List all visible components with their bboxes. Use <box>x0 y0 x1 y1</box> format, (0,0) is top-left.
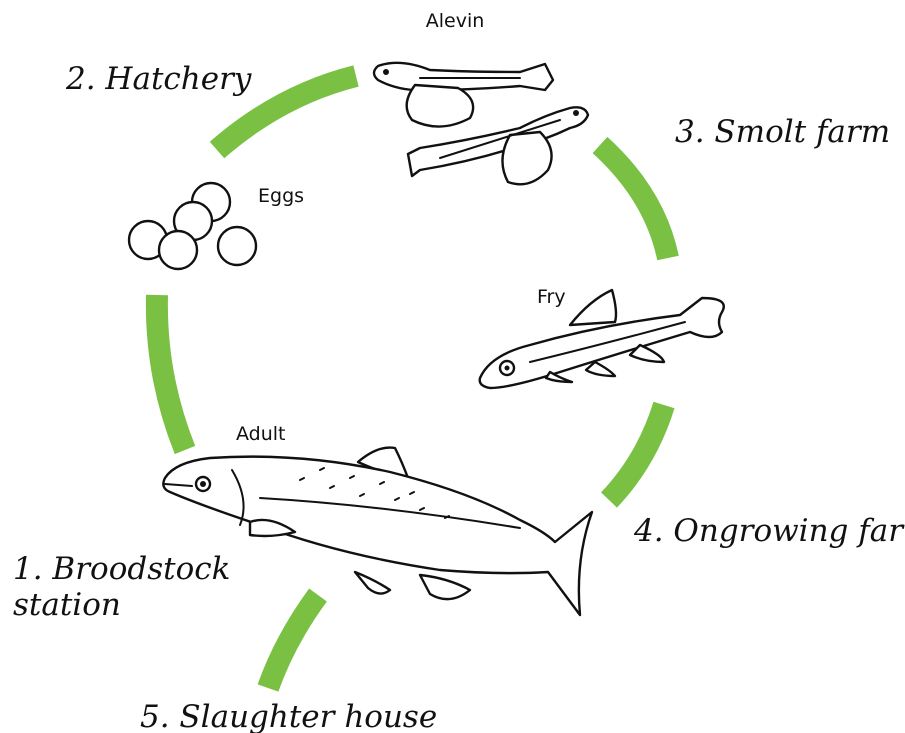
alevin-top <box>374 63 553 127</box>
arrow-adult-to-slaughter <box>268 595 318 688</box>
label-broodstock-line2: station <box>13 587 121 623</box>
adult-salmon-illustration <box>163 448 592 615</box>
arrow-adult-to-eggs <box>157 295 185 450</box>
label-alevin: Alevin <box>426 10 485 32</box>
label-fry: Fry <box>537 286 566 308</box>
fry-illustration <box>480 290 724 388</box>
label-broodstock-line1: 1. Broodstock <box>13 551 230 587</box>
label-smolt-farm: 3. Smolt farm <box>675 114 890 150</box>
label-hatchery: 2. Hatchery <box>65 61 252 97</box>
egg <box>159 231 197 269</box>
arrow-alevin-to-fry <box>600 145 668 258</box>
arrow-fry-to-adult <box>609 405 664 500</box>
alevin-illustration <box>374 63 588 184</box>
label-eggs: Eggs <box>258 185 304 207</box>
eggs-illustration <box>129 183 256 269</box>
label-slaughter-house: 5. Slaughter house <box>140 699 437 733</box>
label-adult: Adult <box>236 423 286 445</box>
egg <box>218 227 256 265</box>
label-ongrowing-farm: 4. Ongrowing farm <box>633 513 905 549</box>
